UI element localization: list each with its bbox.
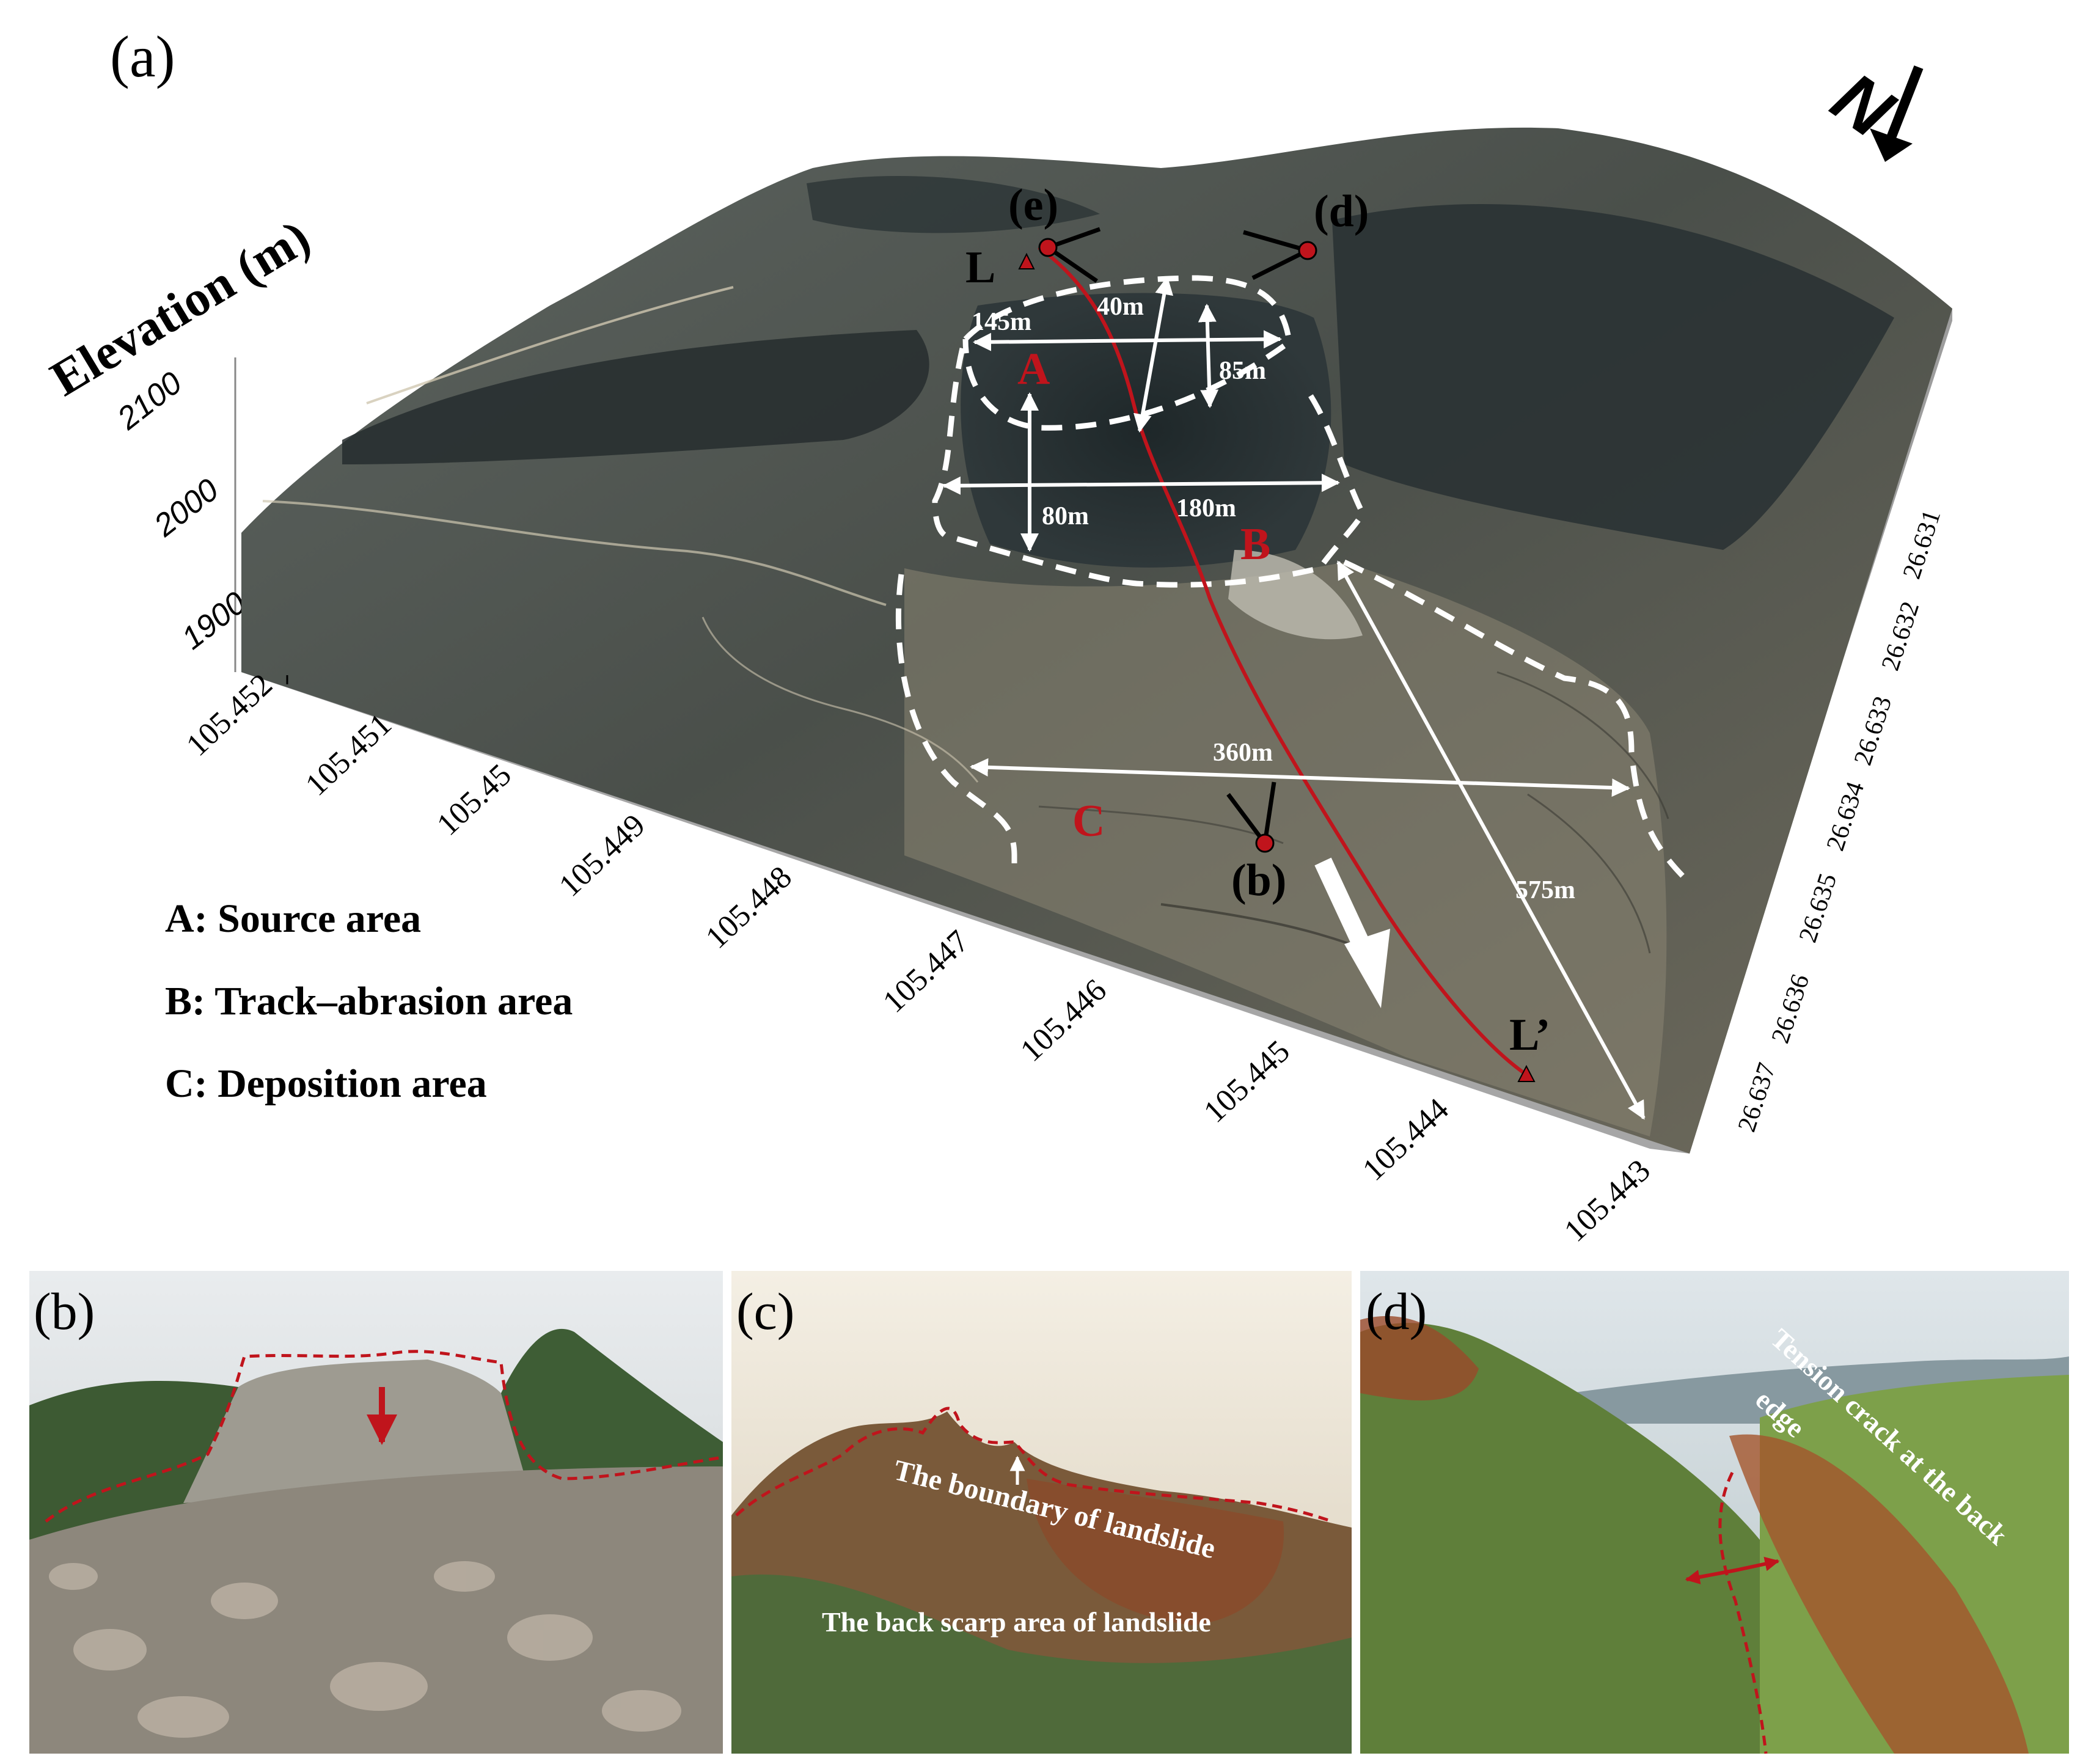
viewpoint-d-label: (d)	[1314, 186, 1369, 236]
longitude-tick: 105.446	[1014, 973, 1113, 1069]
viewpoint-b: (b)	[1226, 781, 1286, 906]
view-cone-line	[1047, 246, 1098, 283]
panel-a: (a) Elevation (m) 2100 2000 1900	[41, 24, 1952, 1249]
road-line	[701, 617, 979, 783]
longitude-tick: 105.451	[299, 707, 398, 803]
zone-a-boundary	[962, 275, 1292, 431]
forest-patch-north	[807, 176, 1100, 233]
longitude-tick: 105.45	[430, 758, 518, 843]
label-180m: 180m	[1176, 494, 1236, 522]
photo-d-arrow-left	[1685, 1568, 1736, 1584]
photo-c-scarp-red	[1027, 1479, 1284, 1625]
latitude-tick: 26.633	[1849, 693, 1897, 769]
view-cone-line	[1262, 781, 1276, 844]
label-80m: 80m	[1042, 502, 1089, 530]
north-arrow-icon: N	[1818, 57, 1924, 162]
zone-a-label: A	[1017, 344, 1050, 394]
longitude-tick: 105.447	[876, 924, 975, 1020]
label-360m: 360m	[1213, 739, 1273, 767]
latitude-tick: 26.634	[1822, 778, 1870, 854]
longitude-tick: 105.449	[552, 808, 651, 904]
longitude-tick: 105.444	[1356, 1092, 1455, 1188]
elevation-axis-label: Elevation (m)	[41, 209, 319, 406]
viewpoint-e-label: (e)	[1008, 180, 1058, 230]
viewpoint-e: (e)	[1008, 180, 1101, 283]
photo-d-crack-line	[1718, 1471, 1768, 1754]
panel-b-label: (b)	[34, 1282, 95, 1341]
forest-band-west	[342, 330, 929, 464]
longitude-tick: 105.452	[180, 667, 279, 763]
view-cone-line	[1226, 792, 1267, 845]
profile-end-label: L’	[1509, 1010, 1550, 1060]
zone-legend: A: Source area B: Track–abrasion area C:…	[165, 896, 573, 1106]
longitude-tick: 105.448	[699, 860, 798, 956]
forest-band-east	[1332, 203, 1894, 550]
rubble-area	[1228, 550, 1363, 640]
photo-b-boulders	[49, 1561, 681, 1738]
viewpoint-marker	[1255, 833, 1275, 853]
photo-d-red-soil	[1360, 1316, 1479, 1400]
arrow-85m	[1198, 304, 1219, 408]
panel-c-label: (c)	[736, 1282, 794, 1341]
latitude-tick: 26.636	[1767, 971, 1815, 1047]
legend-item: A: Source area	[165, 896, 421, 941]
zone-b-label: B	[1240, 519, 1270, 569]
measurement-labels: 145m 40m 85m 80m 180m 360m 575m	[972, 293, 1575, 904]
photo-c-boundary	[735, 1407, 1333, 1523]
road-line	[366, 286, 734, 404]
photo-c-vegetation	[731, 1574, 1352, 1754]
elevation-tick: 2000	[147, 472, 225, 544]
photo-d-arrow-right	[1735, 1556, 1780, 1572]
arrow-180m	[942, 474, 1340, 495]
photo-d-bare-soil	[1729, 1434, 2029, 1754]
road-line	[262, 500, 887, 606]
photo-b-boundary	[45, 1350, 723, 1523]
viewpoint-b-label: (b)	[1231, 855, 1286, 906]
panel-b: (b)	[29, 1271, 723, 1754]
photo-b-rubble	[29, 1466, 723, 1754]
legend-item: C: Deposition area	[165, 1061, 487, 1106]
latitude-tick: 26.637	[1733, 1059, 1781, 1135]
elevation-tick: 2100	[111, 365, 189, 437]
elevation-tick: 1900	[175, 585, 253, 656]
profile-start-marker	[1018, 252, 1035, 269]
arrow-575m	[1336, 560, 1646, 1120]
latitude-tick: 26.635	[1794, 870, 1842, 946]
viewpoint-marker	[1038, 238, 1058, 257]
latitude-tick: 26.631	[1898, 507, 1946, 582]
label-575m: 575m	[1515, 876, 1575, 904]
photo-b-scar	[183, 1360, 525, 1503]
zone-c-label: C	[1072, 796, 1105, 846]
panel-c-scarp-text: The back scarp area of landslide	[822, 1606, 1211, 1638]
label-145m: 145m	[972, 308, 1031, 336]
arrow-145m	[973, 330, 1282, 351]
zone-b-boundary	[932, 348, 1366, 588]
measurement-arrows	[942, 276, 1646, 1120]
panel-d-label: (d)	[1366, 1282, 1427, 1341]
label-40m: 40m	[1097, 293, 1144, 321]
profile-start-label: L	[965, 243, 995, 293]
viewpoint-marker	[1298, 241, 1317, 260]
latitude-tick: 26.632	[1877, 598, 1925, 674]
panel-a-label: (a)	[110, 24, 175, 89]
legend-item: B: Track–abrasion area	[165, 979, 573, 1023]
panel-c: The boundary of landslide The back scarp…	[731, 1271, 1352, 1754]
photo-d-left-slope	[1360, 1323, 1760, 1754]
label-85m: 85m	[1219, 357, 1266, 385]
view-cone-line	[1243, 230, 1308, 253]
longitude-tick: 105.445	[1197, 1034, 1296, 1130]
arrow-40m	[1133, 276, 1173, 433]
viewpoint-d: (d)	[1243, 186, 1369, 280]
view-cone-line	[1251, 248, 1309, 280]
panel-d: Tension crack at the back edge (d)	[1360, 1271, 2069, 1754]
longitude-tick: 105.443	[1558, 1153, 1657, 1249]
sliding-direction-arrow	[1314, 857, 1390, 1008]
